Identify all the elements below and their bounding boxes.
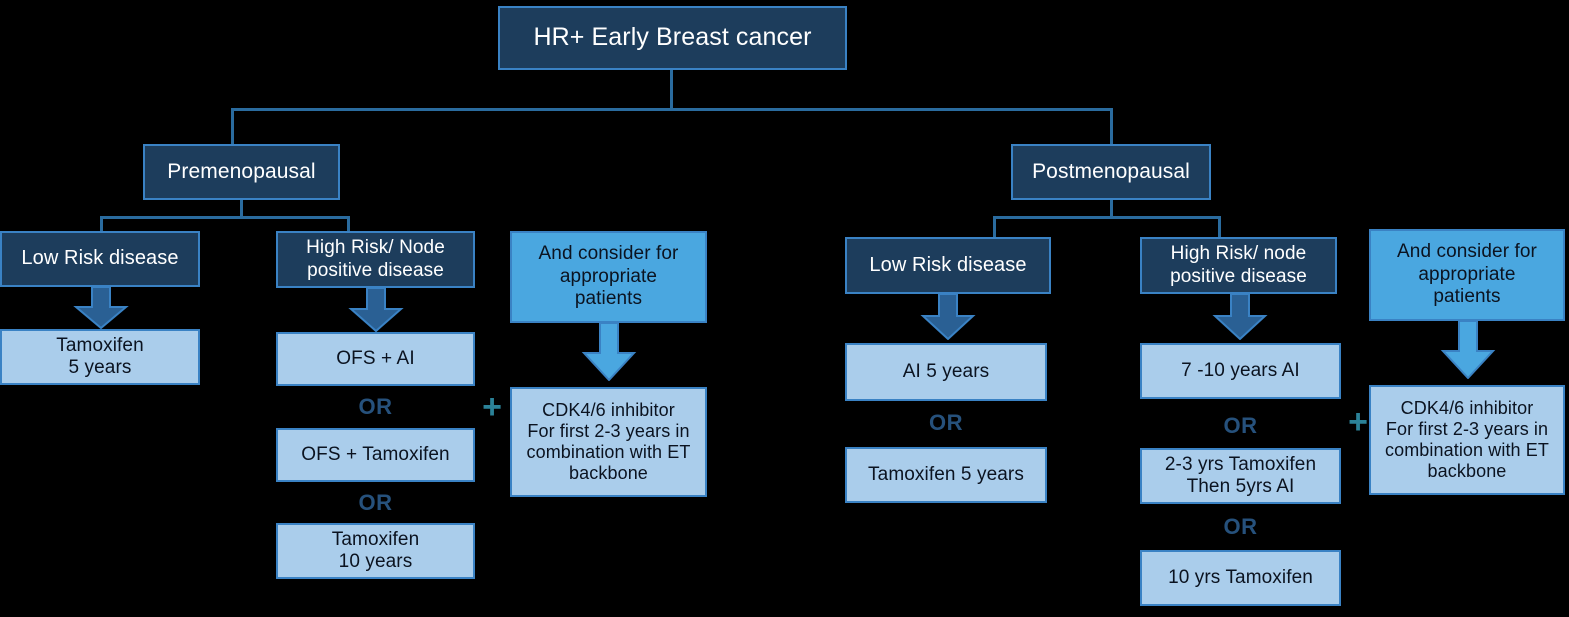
node-root-hr-positive-early-breast-cancer: HR+ Early Breast cancer (498, 6, 847, 70)
node-post-low-risk-header: Low Risk disease (845, 237, 1051, 294)
node-post-low-risk-option-0: AI 5 years (845, 343, 1047, 401)
node-post-high-risk-option-0: 7 -10 years AI (1140, 343, 1341, 399)
node-pre-consider-option-0: CDK4/6 inhibitor For first 2-3 years in … (510, 387, 707, 497)
connector-postmenopausal-horizontal (993, 216, 1221, 219)
arrow-pre-low-risk-down (73, 287, 129, 329)
arrow-post-consider-down (1440, 321, 1496, 379)
connector-postmenopausal-to-low-risk (993, 216, 996, 238)
node-post-consider-option-0: CDK4/6 inhibitor For first 2-3 years in … (1369, 385, 1565, 495)
connector-premenopausal-to-low-risk (100, 216, 103, 232)
node-post-low-risk-option-1: Tamoxifen 5 years (845, 447, 1047, 503)
connector-premenopausal-horizontal (100, 216, 350, 219)
node-pre-high-risk-header: High Risk/ Node positive disease (276, 231, 475, 288)
plus-postmenopausal: + (1348, 403, 1368, 441)
node-pre-high-risk-option-2: Tamoxifen 10 years (276, 523, 475, 579)
node-premenopausal: Premenopausal (143, 144, 340, 200)
arrow-post-high-risk-down (1212, 294, 1268, 340)
separator-post-high-risk-1: OR (1223, 514, 1258, 539)
node-post-high-risk-option-2: 10 yrs Tamoxifen (1140, 550, 1341, 606)
arrow-pre-consider-down (581, 323, 637, 381)
plus-premenopausal: + (482, 388, 502, 426)
node-postmenopausal: Postmenopausal (1011, 144, 1211, 200)
connector-root-horizontal (231, 108, 1113, 111)
node-pre-high-risk-option-1: OFS + Tamoxifen (276, 428, 475, 482)
arrow-pre-high-risk-down (348, 288, 404, 332)
connector-root-to-postmenopausal (1110, 108, 1113, 144)
separator-post-low-risk-0: OR (929, 410, 963, 435)
connector-root-to-premenopausal (231, 108, 234, 144)
connector-premenopausal-vertical (240, 200, 243, 218)
node-post-high-risk-header: High Risk/ node positive disease (1140, 237, 1337, 294)
node-pre-high-risk-option-0: OFS + AI (276, 332, 475, 386)
separator-pre-high-risk-0: OR (358, 394, 393, 419)
node-pre-low-risk-option-0: Tamoxifen 5 years (0, 329, 200, 385)
separator-post-high-risk-0: OR (1223, 413, 1258, 438)
node-pre-consider-header: And consider for appropriate patients (510, 231, 707, 323)
separator-pre-high-risk-1: OR (358, 490, 393, 515)
node-pre-low-risk-header: Low Risk disease (0, 231, 200, 287)
arrow-post-low-risk-down (920, 294, 976, 340)
connector-postmenopausal-to-high-risk (1218, 216, 1221, 238)
connector-root-vertical (670, 70, 673, 110)
connector-premenopausal-to-high-risk (347, 216, 350, 232)
connector-postmenopausal-vertical (1110, 200, 1113, 218)
node-post-consider-header: And consider for appropriate patients (1369, 229, 1565, 321)
node-post-high-risk-option-1: 2-3 yrs Tamoxifen Then 5yrs AI (1140, 448, 1341, 504)
